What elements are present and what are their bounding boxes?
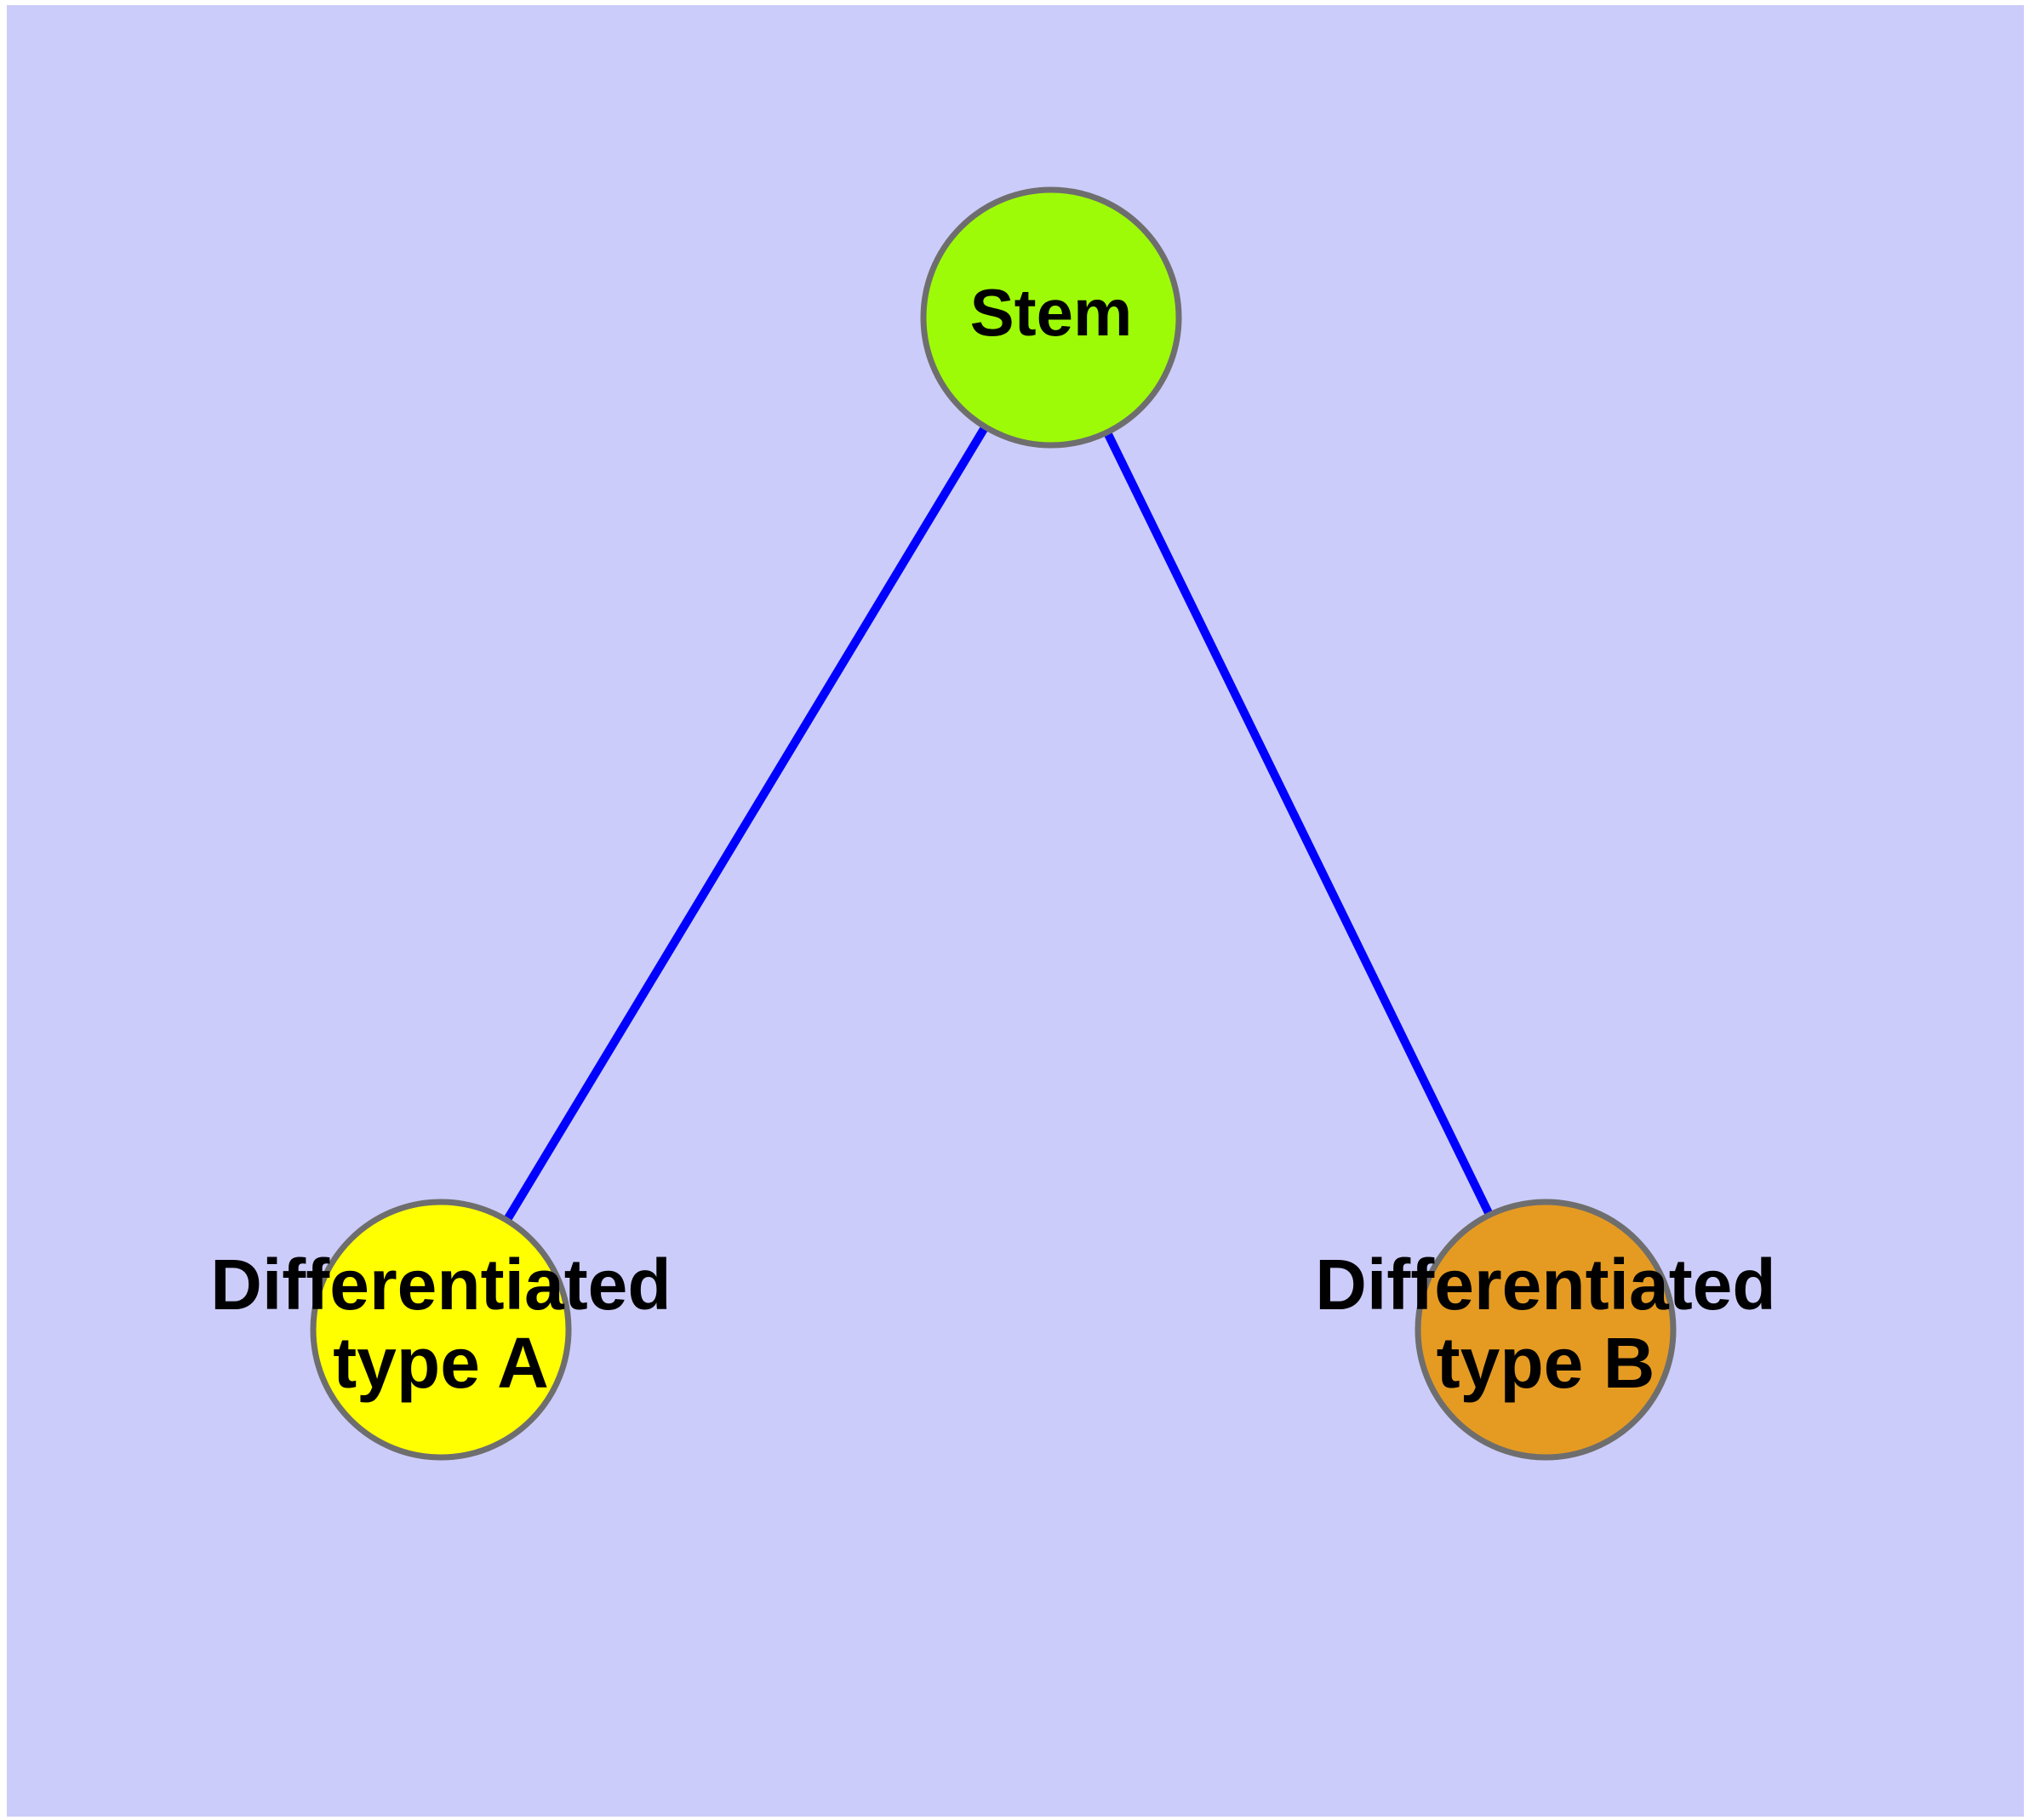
graph-node-diff_a[interactable]	[310, 1199, 572, 1461]
graph-node-diff_b[interactable]	[1415, 1199, 1677, 1461]
node-label-line: Stem	[970, 275, 1133, 350]
edges-group	[503, 424, 1494, 1223]
node-label-line: Differentiated	[1315, 1245, 1775, 1325]
node-label-line: type B	[1437, 1323, 1655, 1403]
graph-node-stem[interactable]	[920, 186, 1182, 449]
graph-edge	[1103, 430, 1494, 1217]
node-label-line: type A	[333, 1323, 549, 1403]
node-label-line: Differentiated	[210, 1245, 671, 1325]
graph-edge	[503, 424, 989, 1223]
node-label-stem: Stem	[970, 275, 1133, 350]
